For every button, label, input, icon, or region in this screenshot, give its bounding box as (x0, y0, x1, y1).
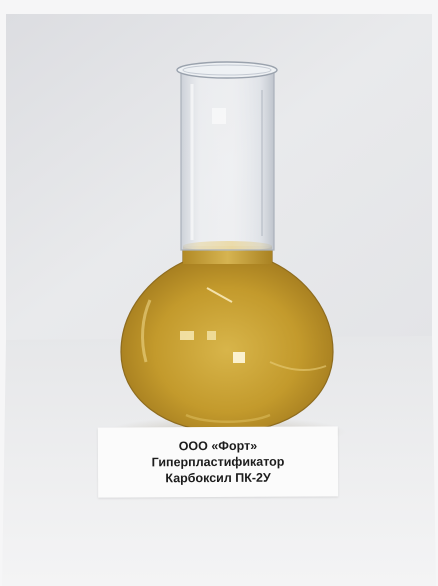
label-company: ООО «Форт» (178, 438, 258, 453)
bulb-highlight-left (141, 299, 152, 363)
bulb-reflection-square-3 (233, 352, 245, 363)
bulb-reflection-streak (206, 287, 233, 303)
product-label-card: ООО «Форт» Гиперпластификатор Карбоксил … (97, 426, 339, 498)
flask-neck (180, 71, 275, 251)
flask-rim-inner (182, 64, 272, 76)
neck-window-reflection (212, 108, 226, 124)
bulb-reflection-square-2 (207, 331, 216, 340)
bulb-highlight-right (269, 361, 327, 372)
flask-rim (176, 61, 278, 79)
bulb-bottom-reflection (185, 413, 271, 423)
label-product-name: Карбоксил ПК-2У (165, 470, 271, 485)
bulb-reflection-square-1 (180, 331, 194, 340)
label-product-type: Гиперпластификатор (151, 454, 285, 469)
